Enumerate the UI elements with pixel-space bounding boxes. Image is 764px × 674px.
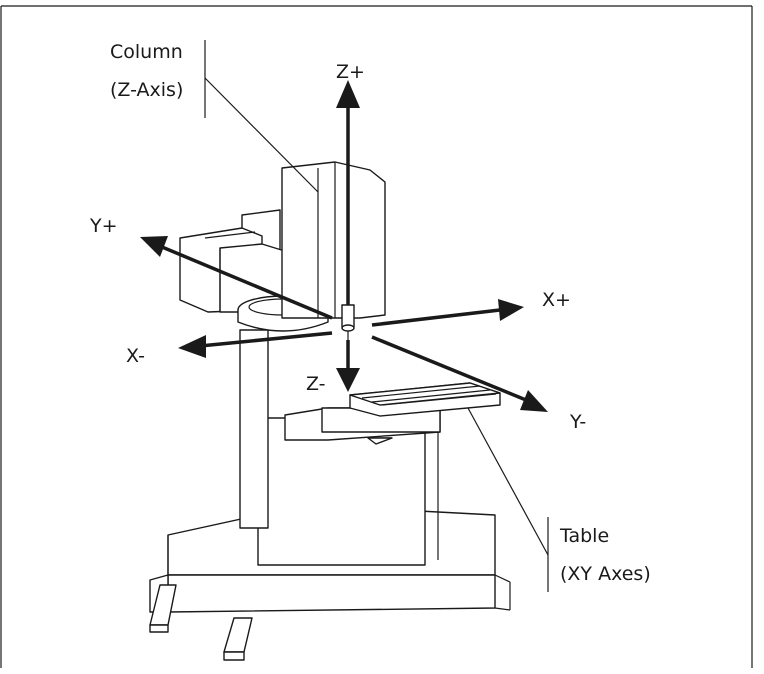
column-label: Column (110, 41, 183, 63)
y-plus-arrowhead (140, 236, 168, 257)
x-plus-label: X+ (542, 289, 571, 311)
column-axis-label: (Z-Axis) (110, 79, 183, 101)
x-minus-arrowhead (178, 335, 206, 358)
z-plus-arrowhead (336, 80, 360, 108)
spindle (341, 304, 355, 342)
z-minus-label: Z- (306, 373, 326, 395)
y-minus-label: Y- (569, 411, 586, 433)
column-head (281, 161, 386, 319)
base-feet (149, 584, 253, 661)
z-minus-arrowhead (336, 368, 360, 392)
table-label: Table (559, 525, 609, 547)
x-plus-arrowhead (498, 299, 524, 321)
axis-arrows (140, 80, 548, 412)
y-plus-label: Y+ (89, 215, 118, 237)
leader-lines (204, 40, 549, 592)
labels: Column (Z-Axis) Z+ Y+ X+ X- Z- Y- Table … (89, 41, 651, 585)
table-axes-label: (XY Axes) (560, 563, 651, 585)
column-pillar (239, 329, 269, 529)
x-minus-label: X- (126, 345, 145, 367)
frame (0, 5, 753, 668)
z-plus-label: Z+ (336, 61, 365, 83)
machine-table (284, 382, 501, 445)
y-minus-arrowhead (520, 390, 548, 412)
